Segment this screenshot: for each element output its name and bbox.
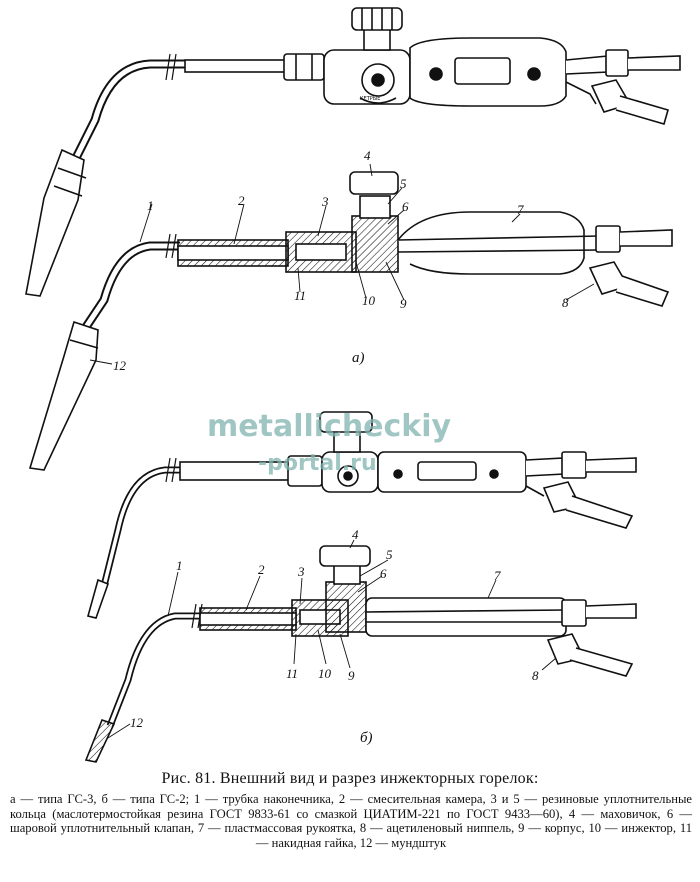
gs2-section-view <box>84 545 637 763</box>
label-b-10: 10 <box>318 666 332 681</box>
label-b-2: 2 <box>258 562 265 577</box>
label-a-4: 4 <box>364 148 371 163</box>
label-a-2: 2 <box>238 193 245 208</box>
torch-diagram: 1 2 3 4 5 6 7 8 9 10 11 12 а) 1 2 3 4 5 … <box>25 7 681 763</box>
label-b-5: 5 <box>386 547 393 562</box>
figure-legend: а — типа ГС-3, б — типа ГС-2; 1 — трубка… <box>10 792 692 850</box>
subfig-label-a: а) <box>352 350 365 366</box>
label-a-1: 1 <box>147 198 154 213</box>
label-b-4: 4 <box>352 527 359 542</box>
break-marks <box>165 53 203 629</box>
label-a-3: 3 <box>321 194 329 209</box>
label-a-8: 8 <box>562 295 569 310</box>
gs3-exterior-view <box>25 7 681 297</box>
labels-a: 1 2 3 4 5 6 7 8 9 10 11 12 а) <box>113 148 569 373</box>
label-a-9: 9 <box>400 296 407 311</box>
subfig-label-b: б) <box>360 730 373 746</box>
label-a-5: 5 <box>400 176 407 191</box>
labels-b: 1 2 3 4 5 6 7 8 9 10 11 12 б) <box>130 527 539 746</box>
gs2-exterior-view <box>87 411 637 619</box>
label-a-7: 7 <box>517 202 524 217</box>
label-b-7: 7 <box>494 568 501 583</box>
label-b-1: 1 <box>176 558 183 573</box>
valve-marking: КЕТРЫЕ <box>360 96 380 102</box>
label-b-8: 8 <box>532 668 539 683</box>
label-b-9: 9 <box>348 668 355 683</box>
label-a-10: 10 <box>362 293 376 308</box>
leaders-b <box>107 539 557 739</box>
label-b-3: 3 <box>297 564 305 579</box>
label-b-12: 12 <box>130 715 144 730</box>
watermark-line-2: -portal.ru <box>258 451 377 476</box>
figure-caption: Рис. 81. Внешний вид и разрез инжекторны… <box>161 770 539 787</box>
label-a-11: 11 <box>294 288 306 303</box>
gs3-section-view <box>28 171 673 471</box>
label-b-11: 11 <box>286 666 298 681</box>
leaders-a <box>89 163 595 365</box>
label-a-12: 12 <box>113 358 127 373</box>
label-b-6: 6 <box>380 566 387 581</box>
label-a-6: 6 <box>402 199 409 214</box>
watermark-line-1: metallicheckiy <box>207 409 452 444</box>
